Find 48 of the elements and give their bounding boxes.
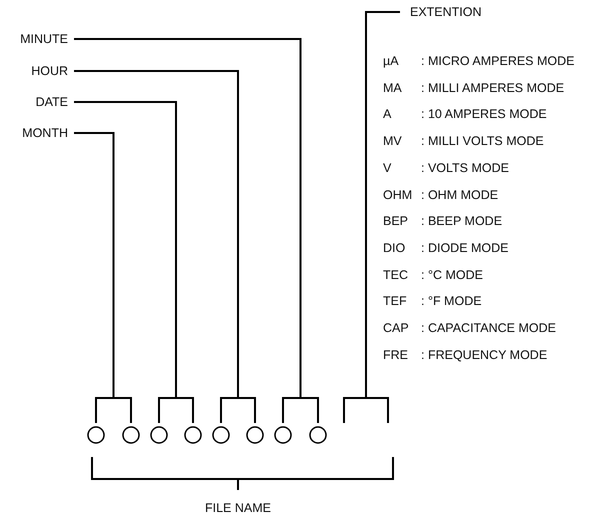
mode-description: : FREQUENCY MODE	[421, 348, 548, 362]
leader-line	[74, 70, 239, 398]
mode-code: TEF	[383, 294, 407, 308]
mode-description: : °F MODE	[421, 294, 482, 308]
digit-circle	[184, 426, 202, 444]
mode-description: : DIODE MODE	[421, 240, 509, 255]
mode-code: MV	[383, 134, 402, 148]
mode-description: : MILLI AMPERES MODE	[421, 80, 564, 95]
digit-circle	[150, 426, 168, 444]
mode-code: CAP	[383, 321, 409, 335]
mode-code: DIO	[383, 240, 406, 255]
leader-line	[365, 11, 400, 398]
bracket	[220, 397, 256, 424]
field-label: DATE	[36, 95, 68, 109]
leader-line	[74, 132, 114, 398]
bracket	[282, 397, 319, 424]
digit-circle	[122, 426, 140, 444]
bracket	[95, 397, 132, 424]
field-label: MONTH	[22, 126, 68, 140]
field-label: EXTENTION	[410, 5, 482, 19]
field-label: HOUR	[31, 64, 68, 78]
leader-line	[74, 101, 177, 398]
bracket	[158, 397, 194, 424]
mode-code: MA	[383, 80, 402, 95]
mode-code: TEC	[383, 268, 408, 282]
mode-code: µA	[383, 54, 399, 68]
mode-description: : BEEP MODE	[421, 214, 502, 228]
mode-description: : °C MODE	[421, 268, 483, 282]
mode-code: A	[383, 107, 392, 122]
bracket	[343, 397, 389, 424]
digit-circle	[309, 426, 327, 444]
mode-code: OHM	[383, 188, 412, 202]
mode-description: : OHM MODE	[421, 188, 498, 202]
digit-circle	[87, 426, 105, 444]
digit-circle	[212, 426, 230, 444]
digit-circle	[246, 426, 264, 444]
mode-description: : MILLI VOLTS MODE	[421, 134, 544, 148]
bracket-label: FILE NAME	[205, 501, 271, 515]
mode-code: V	[383, 160, 392, 175]
leader-line	[74, 38, 302, 398]
digit-circle	[274, 426, 292, 444]
mode-code: BEP	[383, 214, 408, 228]
mode-description: : CAPACITANCE MODE	[421, 321, 556, 335]
field-label: MINUTE	[20, 32, 68, 46]
mode-description: : MICRO AMPERES MODE	[421, 54, 574, 68]
mode-description: : VOLTS MODE	[421, 160, 509, 175]
mode-code: FRE	[383, 348, 408, 362]
mode-description: : 10 AMPERES MODE	[421, 107, 547, 122]
